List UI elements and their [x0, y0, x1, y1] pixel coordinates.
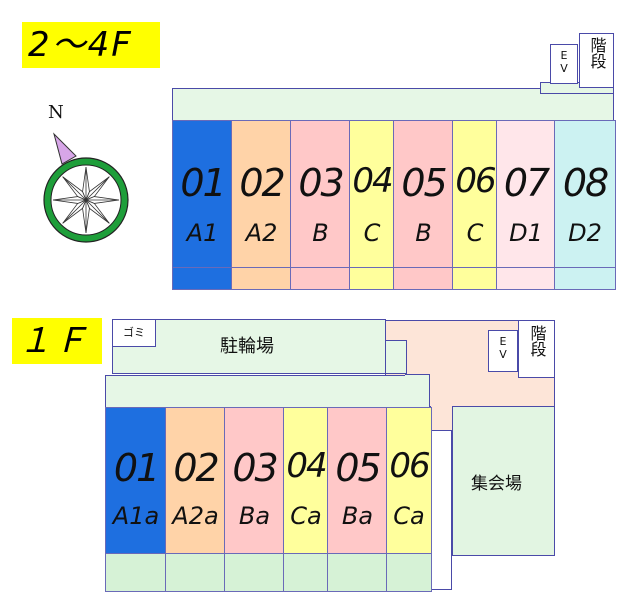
upper-balcony-07	[496, 267, 556, 290]
upper-unit-number: 01	[180, 161, 226, 205]
upper-unit-type: D2	[568, 219, 602, 247]
upper-unit-type: A1	[186, 219, 219, 247]
upper-balcony-08	[554, 267, 616, 290]
ground-elevator: EV	[488, 330, 518, 372]
upper-balcony-05	[393, 267, 454, 290]
ground-corridor-step	[405, 374, 430, 408]
garbage-area: ゴミ	[112, 319, 156, 347]
ground-unit-type: A1a	[112, 502, 160, 530]
upper-unit-type: C	[466, 219, 484, 247]
compass: N	[34, 98, 134, 246]
compass-star-ray	[85, 176, 110, 201]
upper-unit-type: B	[312, 219, 329, 247]
compass-star-ray	[85, 199, 110, 224]
upper-balcony-02	[231, 267, 292, 290]
bicycle-parking	[112, 319, 386, 374]
ground-balcony-01	[105, 553, 167, 592]
ground-balcony-03	[224, 553, 285, 592]
ground-unit-type: Ca	[290, 502, 322, 530]
bicycle-parking-label: 駐輪場	[220, 336, 274, 357]
ground-unit-number: 02	[173, 446, 219, 490]
upper-unit-number: 08	[562, 161, 609, 205]
upper-balcony-03	[290, 267, 351, 290]
upper-unit-type: D1	[509, 219, 543, 247]
upper-elevator: EV	[550, 44, 578, 84]
ground-unit-type: Ca	[393, 502, 425, 530]
compass-star-ray	[62, 199, 87, 224]
ground-unit-number: 05	[335, 446, 381, 490]
upper-unit-number: 06	[455, 161, 496, 201]
upper-unit-number: 02	[239, 161, 285, 205]
ground-balcony-02	[165, 553, 226, 592]
ground-stairs: 階段	[518, 320, 555, 378]
upper-unit-type: B	[415, 219, 432, 247]
upper-stairs: 階段	[579, 33, 614, 88]
meeting-hall-label: 集会場	[471, 474, 522, 494]
upper-balcony-01	[172, 267, 233, 290]
ground-floor-label: １Ｆ	[12, 318, 102, 364]
ground-balcony-05	[327, 553, 388, 592]
upper-unit-type: C	[363, 219, 381, 247]
ground-corridor	[105, 375, 430, 408]
meeting-hall: 集会場	[452, 406, 555, 556]
upper-floor-label: 2～4F	[22, 22, 160, 68]
compass-needle	[53, 132, 77, 165]
upper-unit-number: 05	[401, 161, 447, 205]
upper-unit-number: 03	[298, 161, 344, 205]
ground-balcony-06	[386, 553, 432, 592]
ground-unit-type: Ba	[341, 502, 374, 530]
bicycle-parking-step	[385, 340, 407, 374]
upper-balcony-04	[349, 267, 395, 290]
upper-balcony-06	[452, 267, 498, 290]
ground-unit-number: 06	[389, 446, 430, 486]
ground-side-passage	[430, 430, 452, 590]
ground-unit-number: 04	[286, 446, 327, 486]
upper-unit-number: 04	[352, 161, 393, 201]
ground-unit-number: 01	[113, 446, 160, 490]
ground-unit-type: Ba	[238, 502, 271, 530]
compass-star-ray	[62, 176, 87, 201]
ground-unit-type: A2a	[172, 502, 219, 530]
compass-north-label: N	[48, 102, 64, 123]
ground-balcony-04	[283, 553, 329, 592]
upper-unit-type: A2	[245, 219, 278, 247]
ground-unit-number: 03	[232, 446, 278, 490]
upper-unit-number: 07	[503, 161, 550, 205]
